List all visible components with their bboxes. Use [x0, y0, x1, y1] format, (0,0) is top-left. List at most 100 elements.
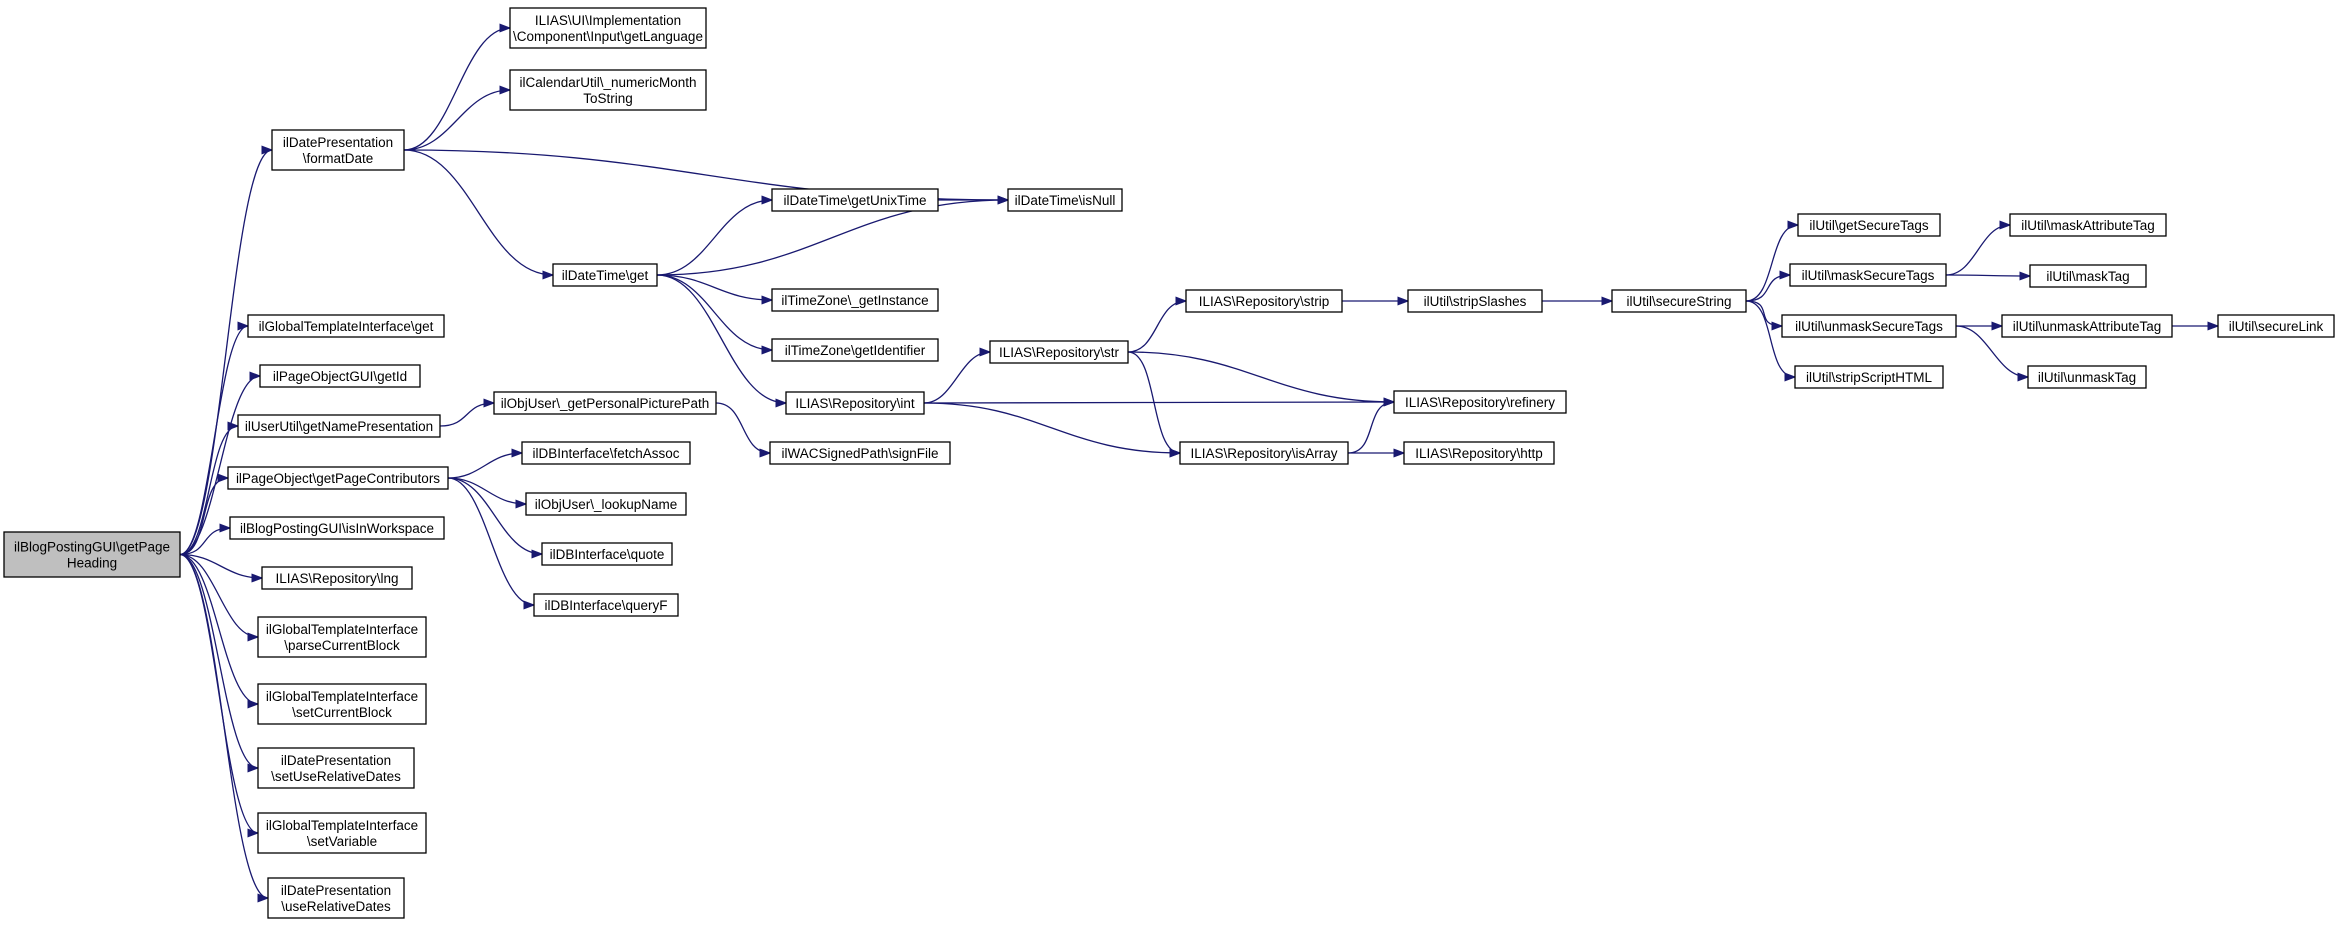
node-label: ILIAS\UI\Implementation: [535, 13, 681, 28]
node-uu-name[interactable]: ilUserUtil\getNamePresentation: [237, 414, 441, 438]
edge-dt-get-to-rep-int: [656, 274, 788, 408]
edge-rep-strip-to-util-strip: [1341, 296, 1410, 306]
node-mask-sec-tags[interactable]: ilUtil\maskSecureTags: [1789, 263, 1947, 287]
node-box: [2029, 264, 2147, 288]
edge-util-sec-str-to-mask-sec-tags: [1745, 270, 1792, 302]
node-dp-use-rel[interactable]: ilDatePresentation\useRelativeDates: [267, 877, 405, 919]
node-dp-set-rel[interactable]: ilDatePresentation\setUseRelativeDates: [257, 747, 415, 789]
node-get-lang[interactable]: ILIAS\UI\Implementation\Component\Input\…: [509, 7, 707, 49]
edge-root-to-uu-name: [179, 421, 240, 556]
node-label: ilUtil\unmaskSecureTags: [1795, 319, 1943, 334]
edge-unmask-attr-to-sec-link: [2172, 321, 2220, 331]
node-strip-script[interactable]: ilUtil\stripScriptHTML: [1794, 365, 1944, 389]
node-label: ilCalendarUtil\_numericMonth: [519, 75, 696, 90]
node-label: \setCurrentBlock: [292, 705, 392, 720]
node-tz-id[interactable]: ilTimeZone\getIdentifier: [771, 338, 939, 362]
node-db-quote[interactable]: ilDBInterface\quote: [541, 542, 673, 566]
node-mask-tag[interactable]: ilUtil\maskTag: [2029, 264, 2147, 288]
edge-root-to-gti-set-block: [179, 553, 260, 709]
node-bpg-work[interactable]: ilBlogPostingGUI\isInWorkspace: [229, 516, 445, 540]
node-box: [509, 7, 707, 49]
node-box: [493, 391, 717, 415]
node-util-sec-str[interactable]: ilUtil\secureString: [1611, 289, 1747, 313]
node-fmt-date[interactable]: ilDatePresentation\formatDate: [271, 129, 405, 171]
node-po-contrib[interactable]: ilPageObject\getPageContributors: [227, 466, 449, 490]
node-rep-strip[interactable]: ILIAS\Repository\strip: [1185, 289, 1343, 313]
node-rep-str[interactable]: ILIAS\Repository\str: [989, 340, 1129, 364]
node-box: [769, 441, 951, 465]
node-rep-lng[interactable]: ILIAS\Repository\lng: [261, 566, 413, 590]
edge-root-to-rep-lng: [179, 553, 264, 583]
node-unmask-tag[interactable]: ilUtil\unmaskTag: [2027, 365, 2147, 389]
node-ou-pic[interactable]: ilObjUser\_getPersonalPicturePath: [493, 391, 717, 415]
node-db-query-f[interactable]: ilDBInterface\queryF: [533, 593, 679, 617]
edge-rep-arr-to-rep-ref: [1347, 397, 1396, 454]
node-ou-lookup[interactable]: ilObjUser\_lookupName: [525, 492, 687, 516]
node-label: ilUserUtil\getNamePresentation: [245, 419, 433, 434]
edge-root-to-gti-get: [179, 321, 250, 556]
node-tz-inst[interactable]: ilTimeZone\_getInstance: [771, 288, 939, 312]
node-label: ilTimeZone\getIdentifier: [785, 343, 926, 358]
edge-mask-sec-tags-to-mask-attr: [1945, 220, 2012, 276]
node-box: [229, 516, 445, 540]
node-box: [1393, 390, 1567, 414]
node-wac-sign[interactable]: ilWACSignedPath\signFile: [769, 441, 951, 465]
edge-util-strip-to-util-sec-str: [1541, 296, 1614, 306]
node-db-fetch[interactable]: ilDBInterface\fetchAssoc: [521, 441, 691, 465]
edge-root-to-dp-use-rel: [179, 553, 270, 903]
edge-rep-int-to-rep-str: [923, 347, 992, 404]
node-get-sec-tags[interactable]: ilUtil\getSecureTags: [1797, 213, 1941, 237]
node-label: ilDBInterface\quote: [550, 547, 665, 562]
node-box: [785, 391, 925, 415]
node-label: ilUtil\maskAttributeTag: [2021, 218, 2155, 233]
node-label: ILIAS\Repository\http: [1415, 446, 1543, 461]
node-box: [257, 812, 427, 854]
node-dt-null[interactable]: ilDateTime\isNull: [1007, 188, 1123, 212]
node-label: ilUtil\stripScriptHTML: [1806, 370, 1933, 385]
node-label: \parseCurrentBlock: [284, 638, 400, 653]
edge-mask-sec-tags-to-mask-tag: [1945, 271, 2032, 281]
node-rep-arr[interactable]: ILIAS\Repository\isArray: [1179, 441, 1349, 465]
node-pog-get-id[interactable]: ilPageObjectGUI\getId: [259, 364, 421, 388]
node-mask-attr[interactable]: ilUtil\maskAttributeTag: [2009, 213, 2167, 237]
node-dt-get[interactable]: ilDateTime\get: [552, 263, 658, 287]
node-box: [3, 531, 181, 578]
node-sec-link[interactable]: ilUtil\secureLink: [2217, 314, 2335, 338]
node-gti-set-var[interactable]: ilGlobalTemplateInterface\setVariable: [257, 812, 427, 854]
node-label: ilDateTime\get: [562, 268, 649, 283]
node-label: ilUtil\unmaskAttributeTag: [2013, 319, 2162, 334]
node-gti-get[interactable]: ilGlobalTemplateInterface\get: [247, 314, 445, 338]
node-box: [1403, 441, 1555, 465]
node-box: [521, 441, 691, 465]
node-util-strip[interactable]: ilUtil\stripSlashes: [1407, 289, 1543, 313]
edges-layer: [179, 23, 2220, 903]
node-gti-parse[interactable]: ilGlobalTemplateInterface\parseCurrentBl…: [257, 616, 427, 658]
edge-po-contrib-to-db-query-f: [447, 477, 536, 610]
edge-root-to-gti-parse: [179, 553, 260, 642]
node-label: ilObjUser\_getPersonalPicturePath: [501, 396, 710, 411]
node-box: [1185, 289, 1343, 313]
node-label: ILIAS\Repository\strip: [1199, 294, 1330, 309]
edge-po-contrib-to-db-quote: [447, 477, 544, 559]
node-label: ilTimeZone\_getInstance: [781, 293, 928, 308]
node-rep-int[interactable]: ILIAS\Repository\int: [785, 391, 925, 415]
node-label: ilPageObject\getPageContributors: [236, 471, 440, 486]
node-unmask-attr[interactable]: ilUtil\unmaskAttributeTag: [2001, 314, 2173, 338]
node-gti-set-block[interactable]: ilGlobalTemplateInterface\setCurrentBloc…: [257, 683, 427, 725]
node-unmask-sec-tags[interactable]: ilUtil\unmaskSecureTags: [1781, 314, 1957, 338]
node-box: [771, 338, 939, 362]
node-label: ilGlobalTemplateInterface: [266, 689, 418, 704]
node-label: ILIAS\Repository\refinery: [1405, 395, 1555, 410]
node-box: [271, 129, 405, 171]
node-rep-ref[interactable]: ILIAS\Repository\refinery: [1393, 390, 1567, 414]
edge-rep-str-to-rep-arr: [1127, 351, 1182, 458]
node-rep-http[interactable]: ILIAS\Repository\http: [1403, 441, 1555, 465]
edge-rep-arr-to-rep-http: [1348, 448, 1406, 458]
node-box: [1794, 365, 1944, 389]
node-label: ilUtil\stripSlashes: [1424, 294, 1527, 309]
node-dt-unix[interactable]: ilDateTime\getUnixTime: [771, 188, 939, 212]
